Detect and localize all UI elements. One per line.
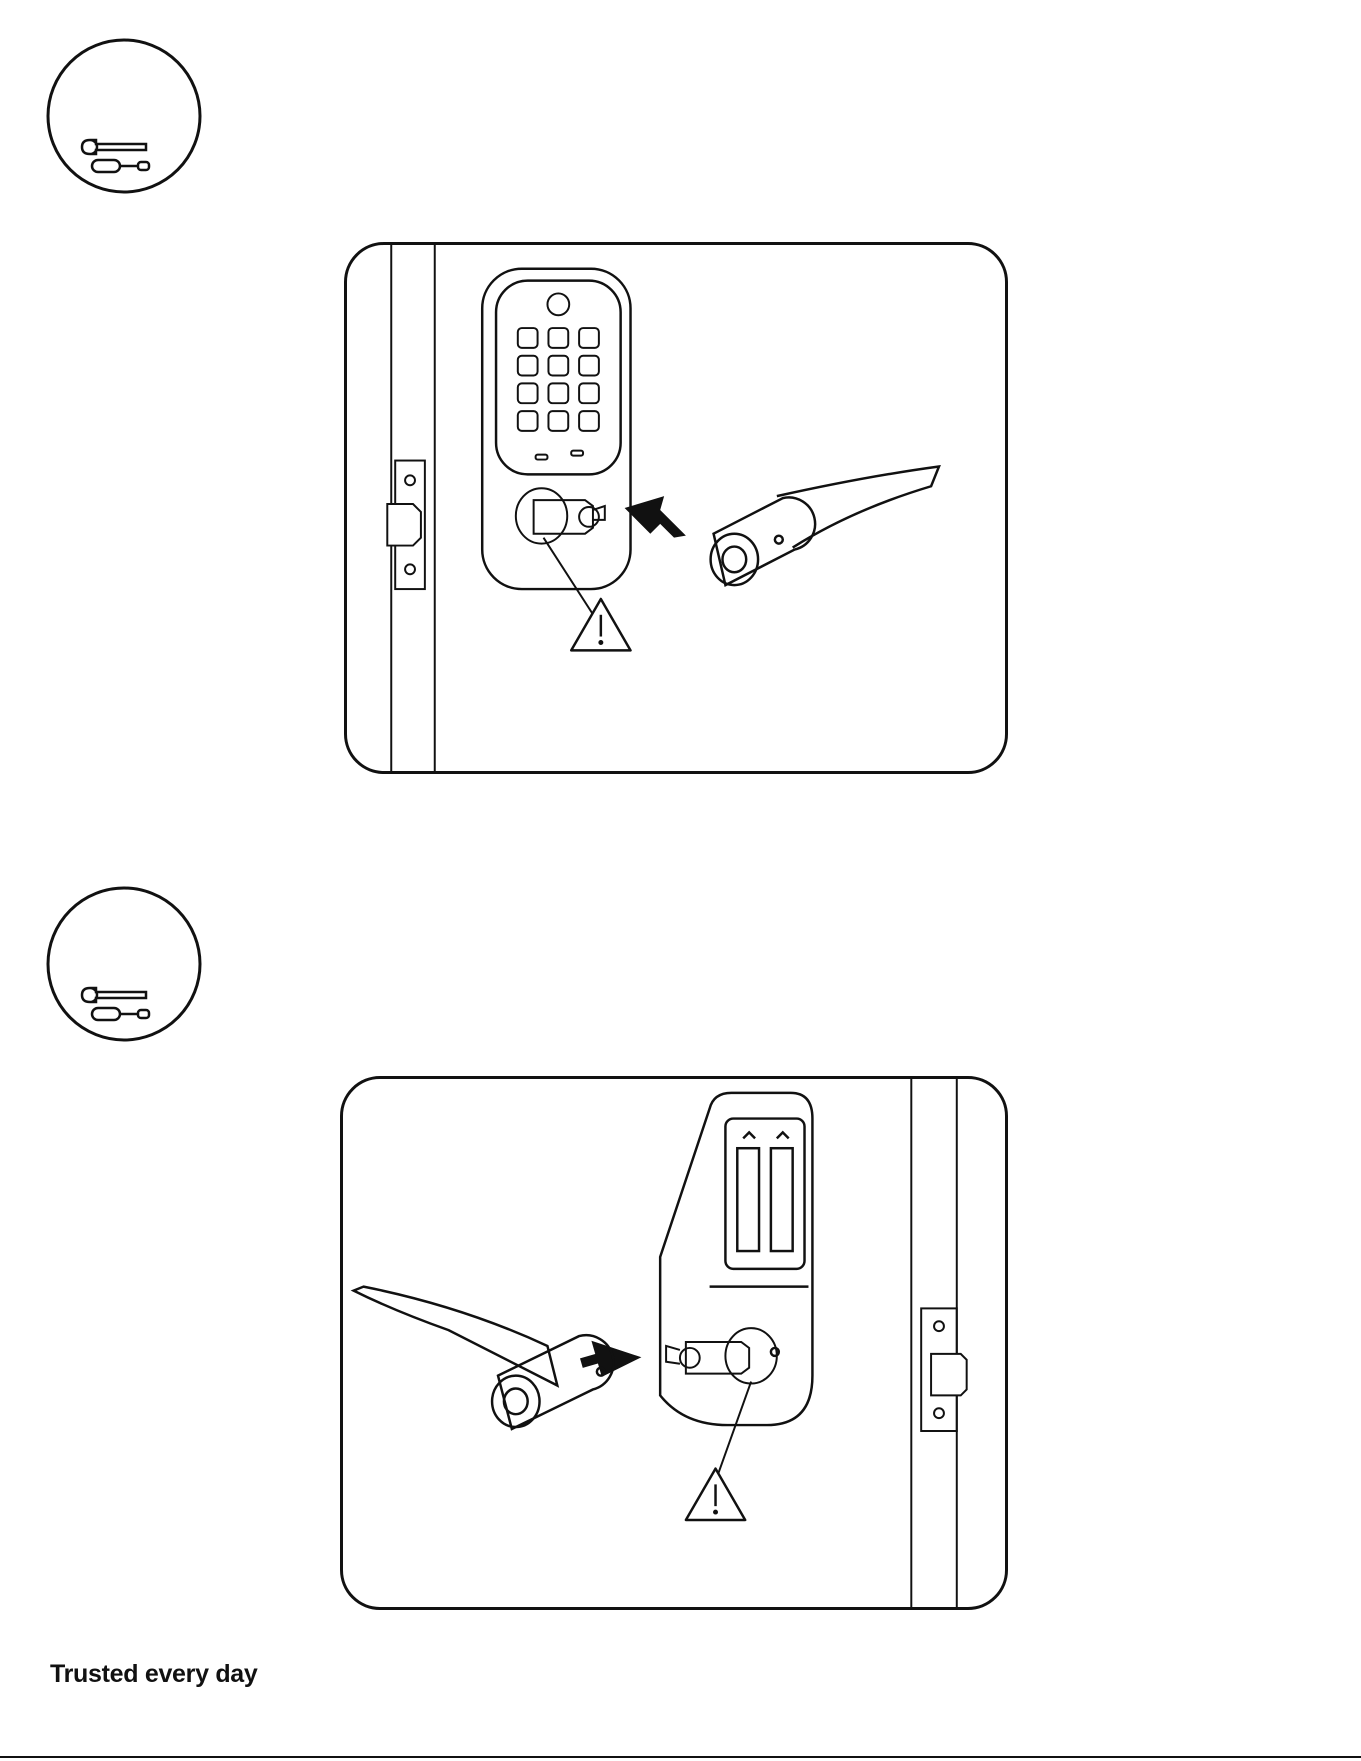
interior-housing xyxy=(660,1093,812,1425)
step-2-illustration-panel xyxy=(340,1076,1008,1610)
push-arrow-icon xyxy=(625,496,686,538)
lever-spindle xyxy=(666,1328,777,1383)
lever-install-illustration-front xyxy=(347,245,1005,771)
step-1-illustration-panel xyxy=(344,242,1008,774)
lever-handle xyxy=(354,1287,614,1429)
footer-rule xyxy=(0,1756,1361,1758)
lever-handle xyxy=(711,466,939,585)
strike-plate xyxy=(921,1308,966,1431)
wrench-and-screwdriver-icon xyxy=(46,38,202,194)
strike-plate xyxy=(387,461,425,590)
keypad-escutcheon xyxy=(482,269,630,589)
warning-triangle-icon xyxy=(686,1469,745,1520)
step-2-tools-badge xyxy=(46,886,202,1042)
wrench-and-screwdriver-icon xyxy=(46,886,202,1042)
brand-tagline: Trusted every day xyxy=(50,1660,258,1689)
push-arrow-icon xyxy=(576,1329,643,1381)
lever-spindle xyxy=(516,488,605,543)
step-1-tools-badge xyxy=(46,38,202,194)
warning-triangle-icon xyxy=(571,599,630,650)
lever-install-illustration-interior xyxy=(343,1079,1005,1607)
